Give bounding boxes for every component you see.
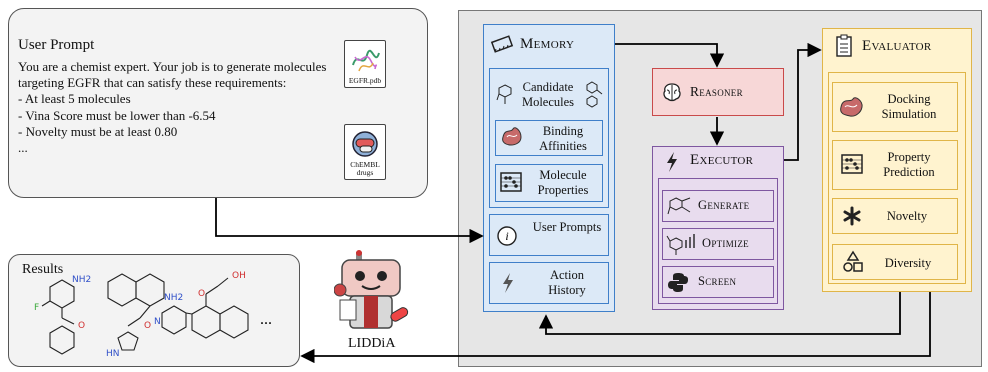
memory-item-molecule-properties: Molecule Properties xyxy=(537,168,589,197)
svg-text:i: i xyxy=(505,229,508,243)
arrow-memory-to-reasoner xyxy=(615,43,725,68)
asterisk-icon xyxy=(843,206,861,226)
action-screen-label: Screen xyxy=(698,274,737,288)
results-panel xyxy=(8,254,300,367)
evaluator-item-box xyxy=(832,140,958,190)
abacus-icon xyxy=(841,154,863,174)
clipboard-icon xyxy=(836,34,852,57)
evaluator-item-novelty: Novelty xyxy=(886,209,928,223)
memory-chip-icon xyxy=(490,35,514,53)
memory-item-box xyxy=(489,262,609,304)
memory-item-user-prompts: User Prompts xyxy=(532,220,602,234)
shapes-icon xyxy=(843,250,863,272)
reasoner-title: Reasoner xyxy=(690,84,743,99)
results-ellipsis: ... xyxy=(260,311,272,328)
results-title: Results xyxy=(22,262,64,277)
evaluator-item-property-prediction: Property Prediction xyxy=(883,150,935,179)
evaluator-item-box xyxy=(832,244,958,280)
chembl-file-icon: ChEMBL drugs xyxy=(344,124,386,180)
action-optimize-label: Optimize xyxy=(702,236,749,250)
file-label-egfr: EGFR.pdb xyxy=(348,76,382,85)
molecule-icon xyxy=(586,81,603,108)
protein-icon xyxy=(502,127,522,146)
memory-item-binding-affinities: Binding Affinities xyxy=(539,124,587,153)
file-label-chembl: ChEMBL drugs xyxy=(350,160,380,177)
atom-label: O xyxy=(78,321,85,331)
memory-item-candidate-molecules: Candidate Molecules xyxy=(521,80,575,109)
optimize-icon xyxy=(666,234,695,255)
python-icon xyxy=(668,273,688,292)
agent-name: LIDDiA xyxy=(348,336,396,351)
action-generate-label: Generate xyxy=(698,198,750,212)
evaluator-title: Evaluator xyxy=(862,38,932,54)
docking-icon xyxy=(840,97,863,117)
brain-icon xyxy=(663,83,681,102)
atom-label: O xyxy=(198,289,205,299)
atom-label: O xyxy=(144,321,151,331)
prompt-title: User Prompt xyxy=(18,37,95,53)
arrow-evaluator-to-memory xyxy=(538,292,901,335)
robot-icon xyxy=(334,250,409,329)
atom-label: OH xyxy=(232,271,246,281)
drugs-icon xyxy=(352,131,378,157)
arrow-prompt-to-memory xyxy=(215,198,484,244)
memory-item-action-history: Action History xyxy=(548,268,586,297)
lightning-icon xyxy=(503,273,513,293)
info-icon: i xyxy=(497,226,517,246)
action-generate xyxy=(662,190,774,222)
atom-label: NH2 xyxy=(164,293,183,303)
evaluator-item-diversity: Diversity xyxy=(884,256,932,270)
protein-structure-icon xyxy=(352,49,380,72)
arrow-evaluator-to-results xyxy=(300,292,931,364)
atom-label: NH2 xyxy=(72,275,91,285)
atom-label: F xyxy=(34,303,39,313)
molecule-icon xyxy=(496,84,512,104)
arrow-executor-to-evaluator xyxy=(784,42,822,161)
lightning-icon xyxy=(667,152,677,172)
result-molecules: NH2 F O NH2 O HN OH O N ... xyxy=(34,271,272,359)
atom-label: HN xyxy=(106,349,120,359)
executor-title: Executor xyxy=(690,152,754,168)
memory-title: Memory xyxy=(520,36,575,52)
prompt-text: You are a chemist expert. Your job is to… xyxy=(18,59,327,156)
atom-label: N xyxy=(154,317,161,327)
generate-icon xyxy=(667,197,691,215)
egfr-file-icon: EGFR.pdb xyxy=(344,40,386,88)
abacus-icon xyxy=(500,172,522,192)
evaluator-item-docking-simulation: Docking Simulation xyxy=(881,92,937,121)
action-optimize xyxy=(662,228,774,260)
